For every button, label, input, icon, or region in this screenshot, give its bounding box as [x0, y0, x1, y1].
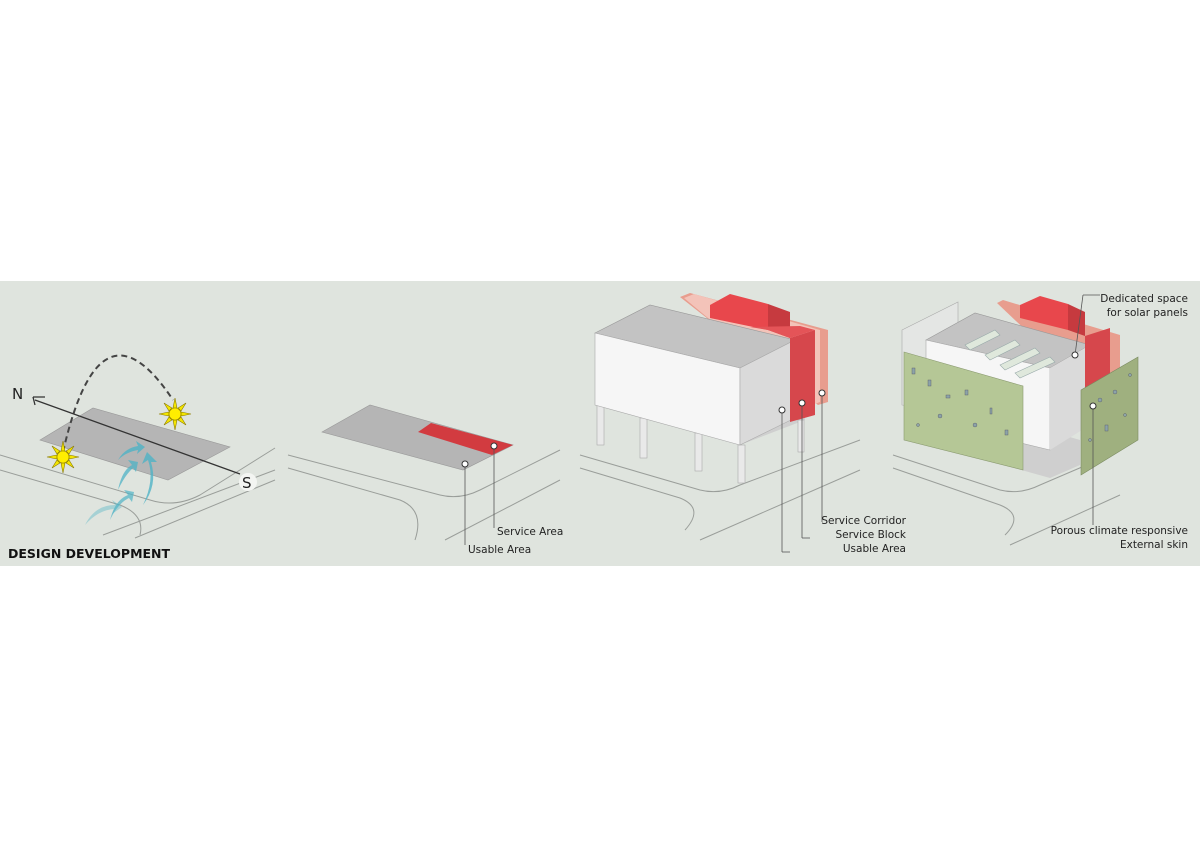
- solar-label-line2: for solar panels: [1107, 307, 1188, 319]
- skin-panel-side: [1080, 356, 1139, 476]
- panel-massing: Service Corridor Service Block Usable Ar…: [579, 293, 907, 555]
- service-block: [710, 294, 768, 330]
- north-arrow-icon: [32, 396, 45, 406]
- service-block-label: Service Block: [835, 529, 906, 541]
- sun-icon: [158, 397, 192, 431]
- panel-skin-solar: Dedicated space for solar panels Porous …: [892, 293, 1188, 551]
- skin-label-line1: Porous climate responsive: [1051, 525, 1188, 537]
- solar-label-line1: Dedicated space: [1100, 293, 1188, 305]
- sun-icon: [46, 440, 80, 474]
- service-area-label: Service Area: [497, 526, 563, 538]
- north-south-axis: [34, 399, 241, 475]
- section-title: DESIGN DEVELOPMENT: [8, 546, 171, 561]
- south-label: S: [242, 474, 252, 492]
- site-plane: [39, 407, 231, 481]
- wind-arrows-icon: [85, 441, 157, 525]
- service-area-plane: [418, 423, 513, 455]
- panel-zoning: Service Area Usable Area: [287, 404, 563, 556]
- skin-panel-front: [903, 351, 1024, 471]
- usable-area-label: Usable Area: [468, 544, 531, 556]
- usable-area-label-3: Usable Area: [843, 543, 906, 555]
- service-corridor-label: Service Corridor: [821, 515, 906, 527]
- sun-path-arc: [62, 354, 174, 453]
- north-label: N: [12, 385, 23, 403]
- solar-panels: [964, 329, 1056, 379]
- skin-label-line2: External skin: [1120, 539, 1188, 551]
- panel-site-orientation: N S DESI: [0, 354, 276, 561]
